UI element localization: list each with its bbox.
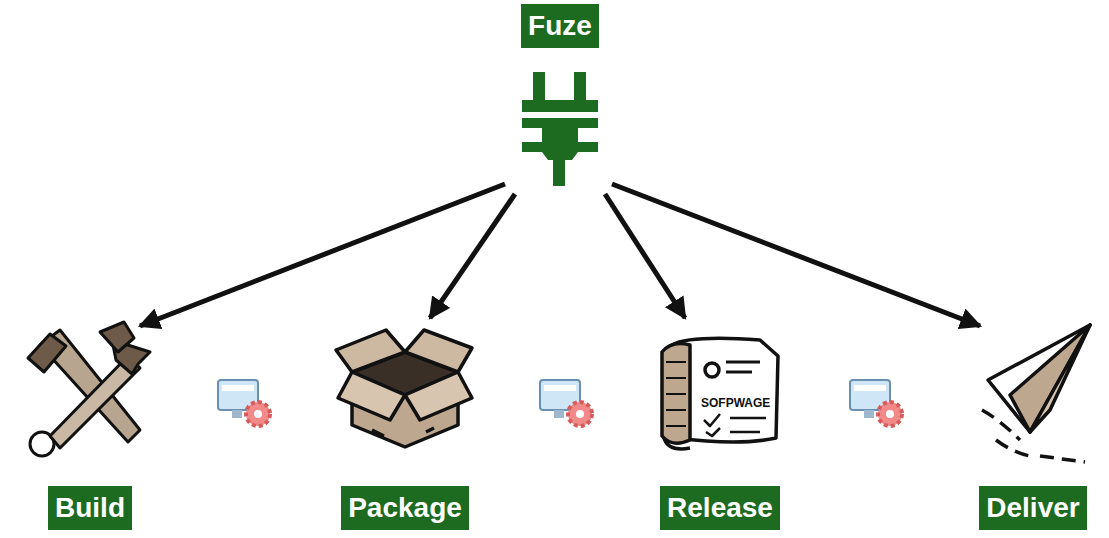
box-icon: [336, 330, 472, 447]
plug-icon: [522, 72, 598, 186]
stage-node: Package: [330, 318, 480, 530]
paper-plane-icon: [982, 325, 1090, 462]
stage-label: Release: [660, 486, 780, 530]
process-icon: [540, 380, 592, 426]
tools-icon: [28, 322, 150, 456]
stage-label: Build: [48, 486, 132, 530]
process-icon: [850, 380, 902, 426]
stage-label: Fuze: [521, 4, 599, 48]
arrow-connector: [612, 184, 980, 326]
arrow-connector: [605, 194, 685, 318]
process-icon: [218, 380, 270, 426]
stage-label: Package: [341, 486, 469, 530]
arrow-connector: [430, 194, 515, 318]
icon-text: SOFPWAGE: [700, 396, 771, 410]
stage-label: Deliver: [979, 486, 1086, 530]
stage-node: Build: [20, 326, 160, 530]
root-node: Fuze: [500, 4, 620, 190]
stage-node: Release: [650, 318, 790, 530]
arrow-connector: [140, 184, 505, 326]
stage-node: Deliver: [968, 326, 1098, 530]
document-icon: [662, 338, 778, 449]
